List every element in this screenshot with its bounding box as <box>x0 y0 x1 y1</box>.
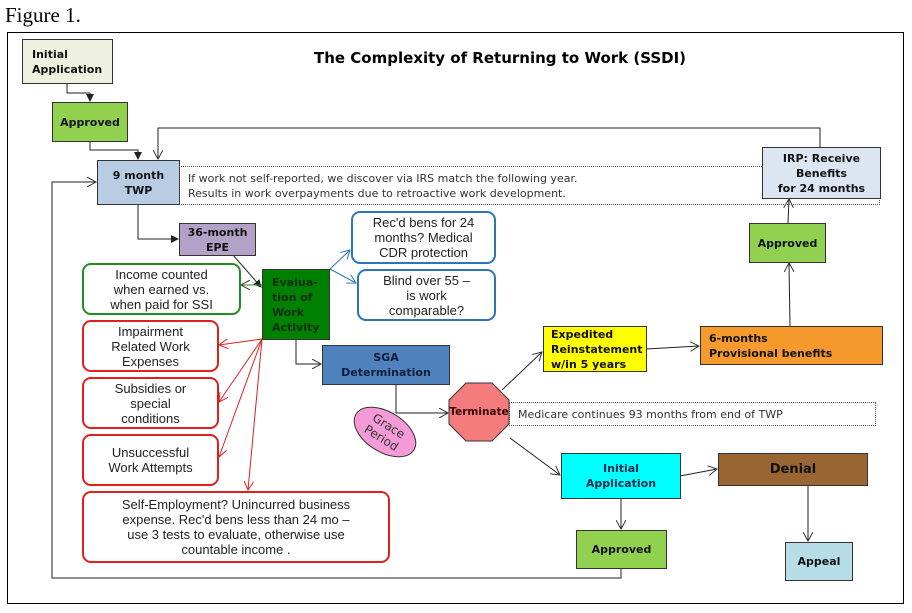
irp-box: IRP: Receive Benefits for 24 months <box>762 147 881 199</box>
recd-bens-box: Rec'd bens for 24 months? Medical CDR pr… <box>351 211 496 264</box>
arrow-initial-to-denial <box>679 469 717 477</box>
arrow-evaluation-to-recd-bens <box>329 250 350 270</box>
arrow-approved-to-irp <box>788 199 789 224</box>
epe-box: 36-month EPE <box>179 223 256 256</box>
sga-box: SGA Determination <box>322 345 450 385</box>
figure-label: Figure 1. <box>5 3 81 27</box>
arrow-evaluation-to-subsidies <box>219 338 263 402</box>
arrow-irp-loop-to-twp <box>158 127 821 159</box>
arrow-approved-loop-to-twp <box>51 182 622 579</box>
grace-period-ellipse <box>353 406 417 458</box>
evaluation-box: Evalua- tion of Work Activity <box>262 269 330 340</box>
impairment-box: Impairment Related Work Expenses <box>82 320 219 372</box>
arrow-provisional-to-approved <box>789 263 790 327</box>
diagram-frame <box>7 32 904 604</box>
arrow-evaluation-to-sga <box>295 339 321 364</box>
subsidies-box: Subsidies or special conditions <box>82 377 219 429</box>
denial-box: Denial <box>718 453 868 486</box>
appeal-box: Appeal <box>785 542 853 581</box>
arrow-terminate-to-expedited <box>501 352 542 391</box>
arrow-evaluation-to-impairment <box>219 338 263 345</box>
arrow-terminate-to-initial <box>509 437 560 475</box>
diagram-title: The Complexity of Returning to Work (SSD… <box>313 49 687 67</box>
expedited-box: Expedited Reinstatement w/in 5 years <box>543 326 647 372</box>
arrow-initial-to-approved <box>66 83 94 102</box>
self-employment-box: Self-Employment? Unincurred business exp… <box>82 491 390 563</box>
arrow-evaluation-to-unsuccessful <box>219 338 263 457</box>
twp-note: If work not self-reported, we discover v… <box>179 166 880 205</box>
medicare-note: Medicare continues 93 months from end of… <box>509 402 876 426</box>
arrow-approved-to-twp <box>89 141 142 160</box>
arrow-expedited-to-provisional <box>645 346 699 349</box>
twp-box: 9 month TWP <box>97 160 180 205</box>
income-counted-box: Income counted when earned vs. when paid… <box>82 263 241 315</box>
approved-top: Approved <box>52 102 128 142</box>
approved-bottom: Approved <box>576 530 667 569</box>
arrow-evaluation-to-self-employment <box>248 338 263 490</box>
arrow-twp-to-epe <box>137 204 179 243</box>
arrow-epe-to-evaluation <box>232 254 262 288</box>
arrow-sga-to-terminate <box>395 384 448 413</box>
initial-application-top: Initial Application <box>22 39 113 84</box>
arrow-evaluation-to-blind <box>329 268 356 283</box>
terminate-label: Terminate <box>449 405 509 418</box>
unsuccessful-box: Unsuccessful Work Attempts <box>82 434 219 486</box>
approved-right: Approved <box>749 223 826 263</box>
provisional-box: 6-months Provisional benefits <box>700 326 883 365</box>
initial-application-bottom: Initial Application <box>561 453 681 499</box>
blind-over-55-box: Blind over 55 – is work comparable? <box>357 269 496 321</box>
terminate-octagon <box>448 382 510 442</box>
